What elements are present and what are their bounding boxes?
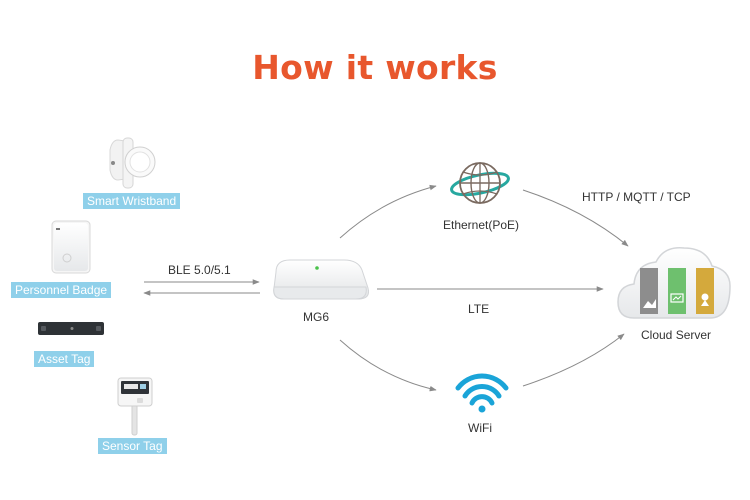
wifi-icon (455, 373, 509, 413)
protocols-label: HTTP / MQTT / TCP (582, 190, 691, 204)
personnel-badge-icon (51, 220, 91, 274)
globe-icon (450, 162, 510, 204)
ethernet-label: Ethernet(PoE) (443, 218, 520, 232)
wifi-label: WiFi (468, 421, 492, 435)
device-label-sensor-tag: Sensor Tag (98, 438, 167, 454)
ethernet-arrow (339, 184, 437, 239)
ble-label: BLE 5.0/5.1 (168, 263, 231, 277)
wifi-to-cloud-arrow (522, 333, 625, 387)
gateway-device-icon (273, 259, 369, 300)
device-label-wristband: Smart Wristband (83, 193, 181, 209)
cloud-label: Cloud Server (641, 328, 712, 342)
smart-wristband-icon (109, 137, 156, 189)
gateway-label: MG6 (303, 310, 330, 324)
sensor-tag-icon (117, 377, 153, 436)
cloud-server-icon (617, 247, 731, 319)
ethernet-to-cloud-arrow (522, 189, 629, 247)
device-label-asset-tag: Asset Tag (34, 351, 95, 367)
asset-tag-icon (38, 322, 104, 335)
wifi-arrow (339, 339, 437, 392)
page-title: How it works (252, 48, 498, 87)
lte-label: LTE (468, 302, 490, 316)
device-label-badge: Personnel Badge (11, 282, 112, 298)
